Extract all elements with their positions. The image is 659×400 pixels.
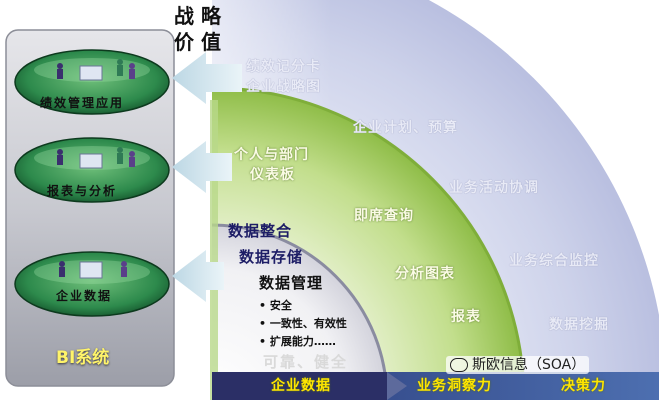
- core-heading-storage: 数据存储: [239, 248, 304, 266]
- core-bullet-security: • 安全: [259, 299, 292, 312]
- core-heading-management: 数据管理: [259, 274, 324, 292]
- watermark: 斯欧信息（SOA）: [446, 356, 590, 374]
- panel-item-reporting: 报表与分析: [47, 184, 118, 198]
- middle-label-charts: 分析图表: [395, 266, 455, 282]
- core-heading-integration: 数据整合: [228, 222, 293, 240]
- arrow-data: [172, 250, 224, 302]
- outer-label-data-mining: 数据挖掘: [549, 317, 609, 333]
- people-icon: [57, 147, 135, 169]
- middle-label-adhoc-query: 即席查询: [354, 208, 414, 224]
- outer-label-strategy-map: 企业战略图: [246, 79, 321, 95]
- middle-ring-edge: [211, 86, 526, 400]
- people-icon: [57, 59, 135, 81]
- bottom-band-arrow: [387, 372, 407, 400]
- middle-label-dashboard-2: 仪表板: [250, 167, 295, 183]
- outer-label-planning: 企业计划、预算: [353, 120, 458, 136]
- core-reliable-label: 可靠、健全: [263, 353, 349, 371]
- bottom-band-core: [212, 372, 387, 400]
- arrow-strategy: [172, 52, 242, 104]
- outer-label-coordination: 业务活动协调: [449, 180, 539, 196]
- panel-item-enterprise-data: 企业数据: [56, 289, 113, 303]
- outer-label-monitoring: 业务综合监控: [509, 253, 599, 269]
- core-bullet-scalability: • 扩展能力……: [259, 335, 336, 348]
- wechat-icon: [450, 358, 468, 372]
- core-bullet-consistency: • 一致性、有效性: [259, 317, 347, 330]
- band-label-enterprise-data: 企业数据: [271, 378, 331, 394]
- watermark-text: 斯欧信息（SOA）: [472, 357, 586, 373]
- outer-label-scorecard: 绩效记分卡: [246, 59, 321, 75]
- bi-system-title: BI系统: [56, 348, 110, 368]
- band-label-insight: 业务洞察力: [417, 378, 492, 394]
- middle-label-dashboard-1: 个人与部门: [234, 147, 309, 163]
- strategic-value-line2: 价 值: [174, 30, 221, 54]
- core-left-bar: [210, 100, 218, 400]
- strategic-value-line1: 战 略: [174, 4, 221, 28]
- panel-item-performance: 绩效管理应用: [40, 96, 125, 110]
- inner-core-edge: [211, 223, 389, 400]
- arrow-analysis: [172, 141, 232, 193]
- middle-label-reports: 报表: [451, 309, 481, 325]
- server-icon: [59, 261, 127, 279]
- inner-core: [212, 225, 387, 400]
- band-label-decision: 决策力: [561, 378, 606, 394]
